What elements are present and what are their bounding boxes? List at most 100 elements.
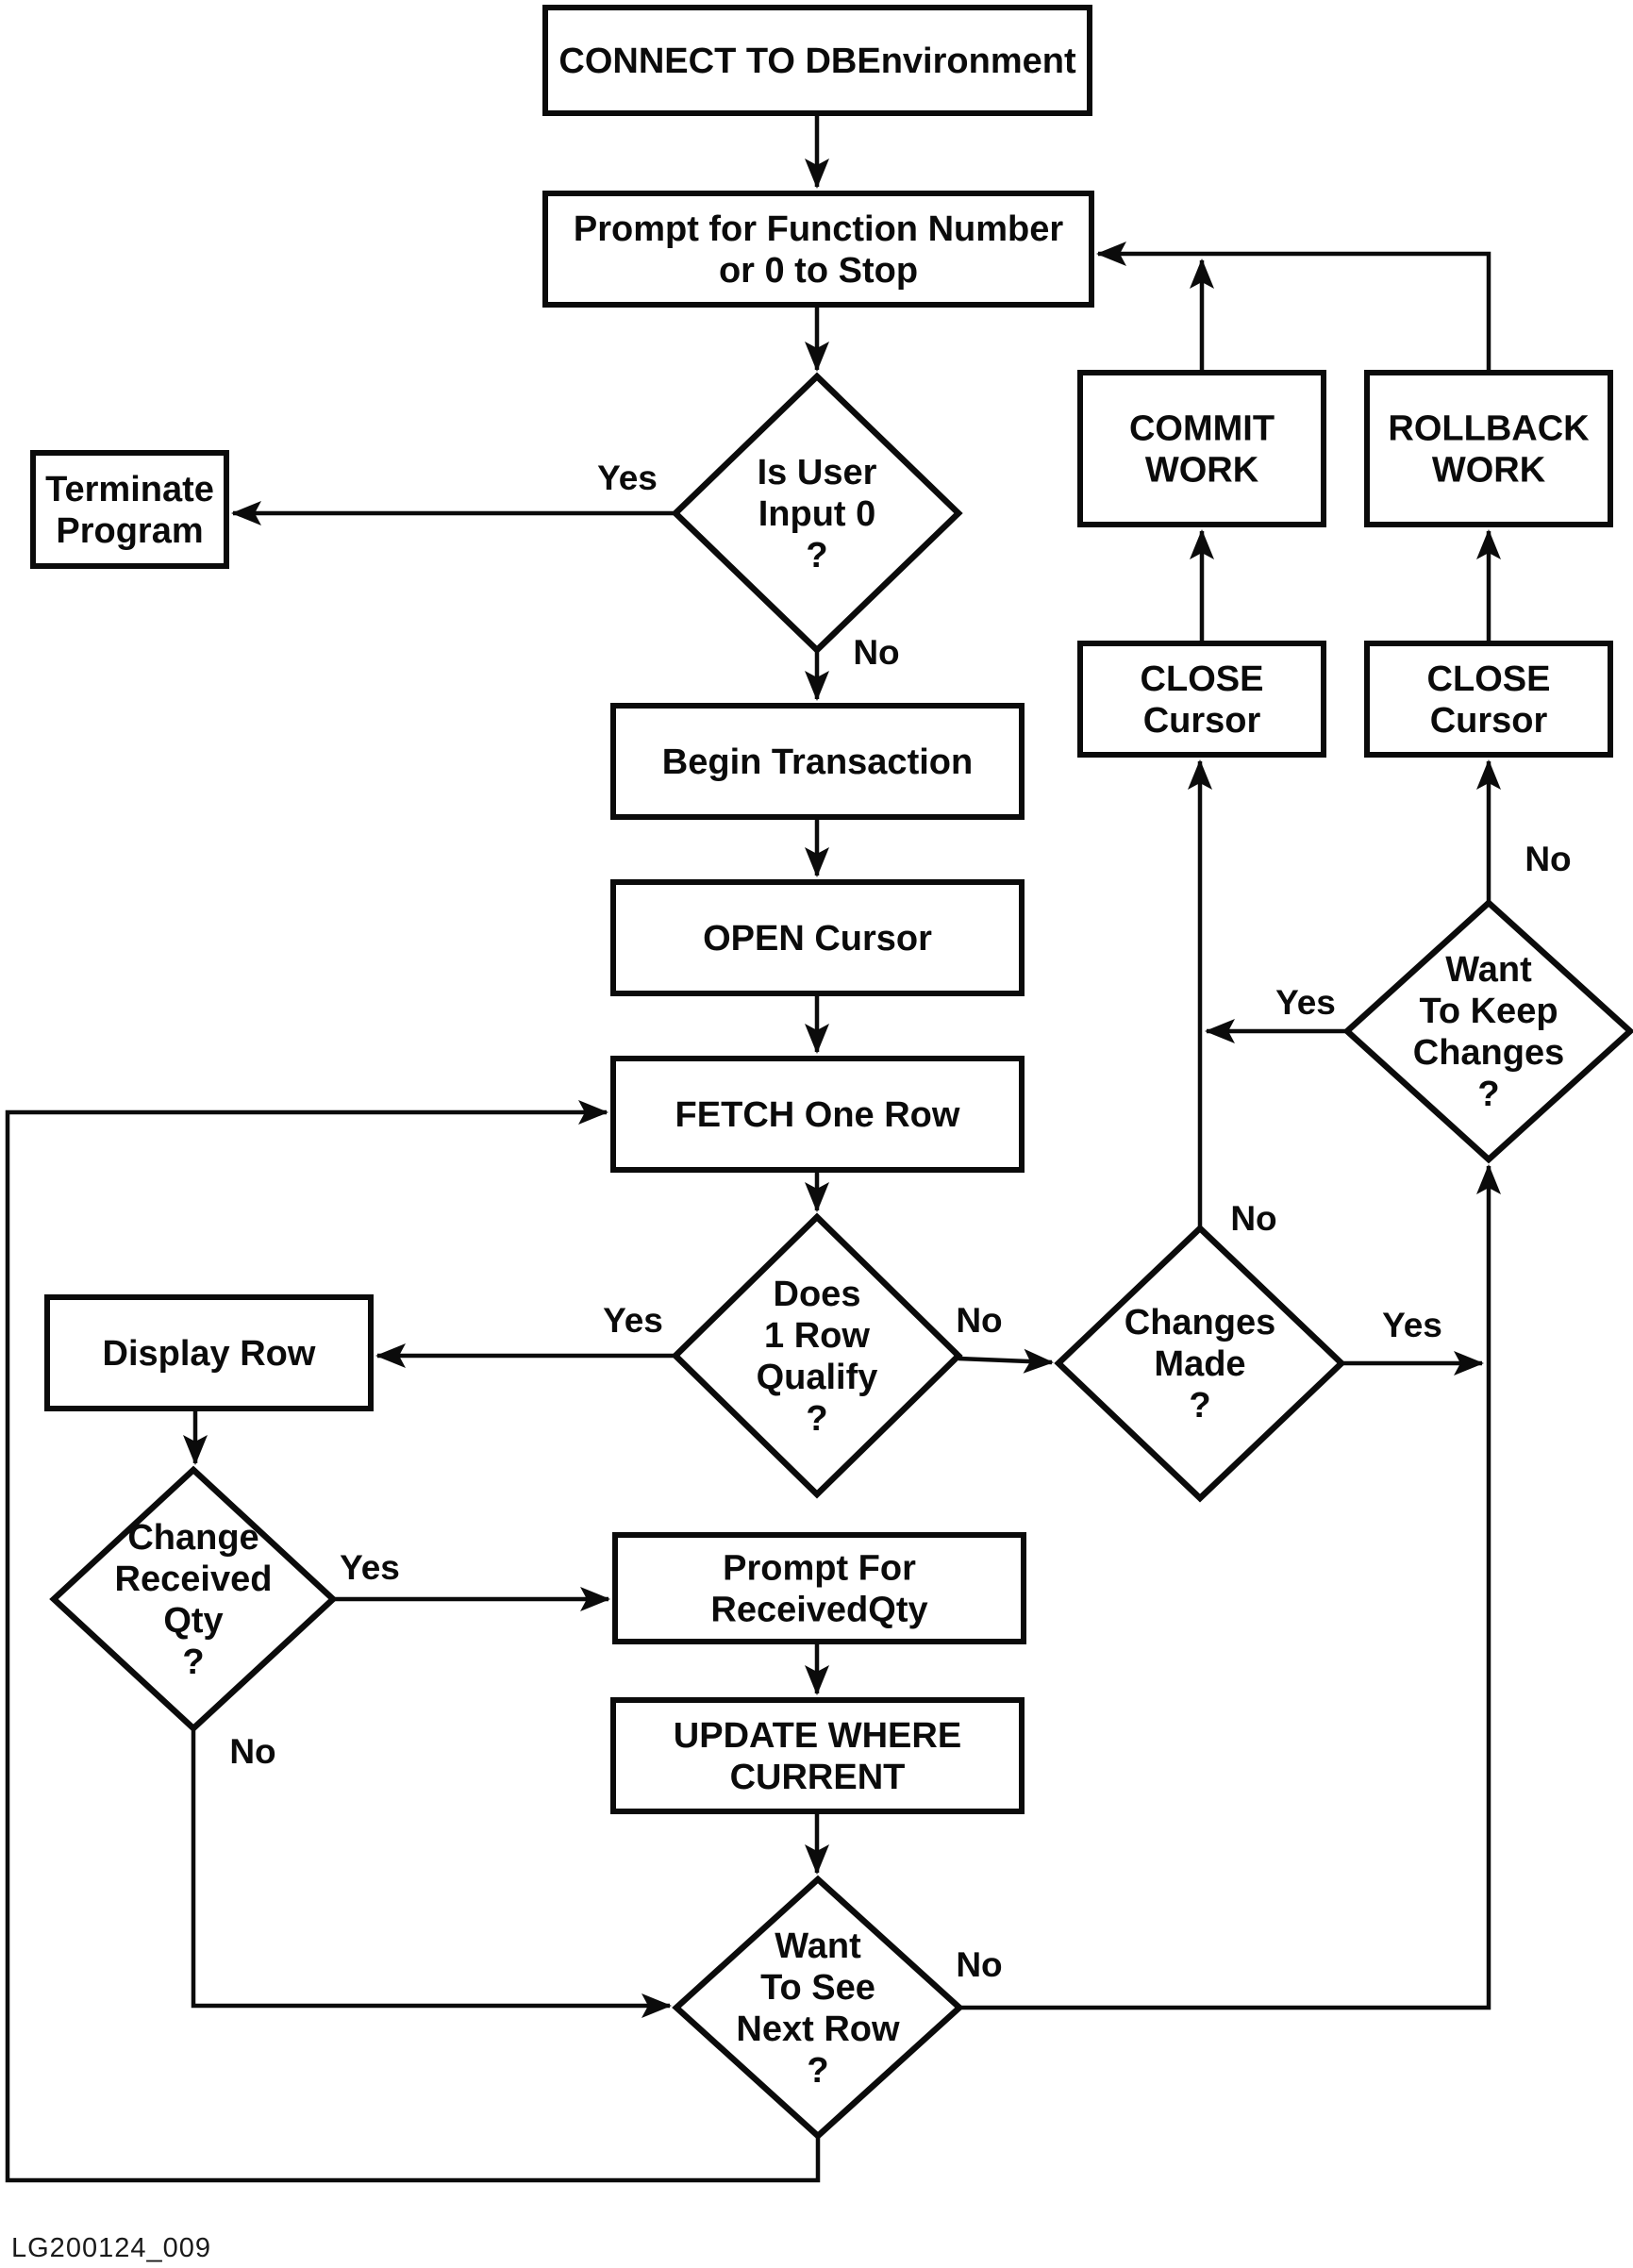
node-shape-want-to-keep-changes [1342,898,1633,1164]
node-shape-commit-work [1077,370,1326,527]
node-shape-close-cursor-left [1077,641,1326,758]
node-label-change-received-qty-line1: Change [127,1518,258,1558]
node-shape-fetch-one-row [610,1056,1025,1173]
edge-label-4-no: No [956,1301,1002,1340]
node-display-row: Display Row [44,1294,374,1411]
node-label-want-to-keep-changes-line1: Want [1445,950,1532,990]
node-label-want-to-see-next-row-line3: Next Row [736,2010,900,2049]
node-label-begin-transaction-line1: Begin Transaction [662,742,973,782]
edge-label-10-no: No [1230,1199,1276,1238]
node-label-does-1-row-qualify-line1: Does [774,1275,861,1314]
node-label-fetch-one-row-line1: FETCH One Row [675,1095,960,1135]
edge-label-5-yes: Yes [340,1548,400,1587]
node-shape-is-user-input-0 [671,372,963,655]
node-shape-display-row [44,1294,374,1411]
node-label-is-user-input-0-line3: ? [806,536,827,575]
node-fetch-one-row: FETCH One Row [610,1056,1025,1173]
node-label-prompt-function-line1: Prompt for Function Number [574,209,1064,249]
node-shape-begin-transaction [610,703,1025,820]
edge-label-11-no: No [956,1945,1002,1984]
node-label-rollback-work-line2: WORK [1432,451,1546,491]
node-label-display-row-line1: Display Row [103,1334,316,1374]
node-shape-prompt-function [542,191,1094,308]
node-label-prompt-receivedqty-line1: Prompt For [723,1549,916,1589]
edge-changeqty-no-to-nextrow [191,1728,672,2018]
node-shape-rollback-work [1364,370,1613,527]
node-label-want-to-see-next-row-line2: To See [760,1968,875,2008]
node-shape-change-received-qty [49,1465,338,1733]
node-label-change-received-qty-line2: Received [115,1559,273,1599]
node-shape-close-cursor-right [1364,641,1613,758]
edge-label-6-no: No [229,1732,275,1771]
node-label-want-to-keep-changes-line3: Changes [1413,1033,1564,1073]
edge-label-2-no: No [853,633,899,672]
node-label-changes-made-line1: Changes [1125,1303,1275,1342]
node-connect-db: CONNECT TO DBEnvironment [542,5,1092,116]
node-shape-does-1-row-qualify [671,1212,963,1499]
edge-label-7-yes: Yes [1275,983,1336,1022]
node-label-terminate-program-line2: Program [56,511,203,551]
node-shape-terminate-program [30,450,229,569]
node-label-close-cursor-right-line2: Cursor [1430,701,1548,741]
edge-nextrow-no-to-keepchanges [959,1164,1501,2010]
node-label-close-cursor-left-line2: Cursor [1143,701,1261,741]
node-label-prompt-receivedqty-line2: ReceivedQty [710,1591,927,1630]
edges-layer [5,113,1501,2183]
node-label-is-user-input-0-line2: Input 0 [758,494,876,534]
node-label-commit-work-line2: WORK [1145,451,1259,491]
node-begin-transaction: Begin Transaction [610,703,1025,820]
edge-label-8-no: No [1525,840,1571,878]
node-label-does-1-row-qualify-line2: 1 Row [764,1316,870,1356]
node-label-terminate-program-line1: Terminate [45,470,214,509]
node-label-open-cursor-line1: OPEN Cursor [703,919,932,959]
node-label-rollback-work-line1: ROLLBACK [1388,409,1590,449]
node-shape-want-to-see-next-row [672,1875,964,2141]
node-shape-prompt-receivedqty [612,1532,1026,1644]
edge-qualify-no-to-changesmade [958,1348,1054,1374]
node-label-update-where-line1: UPDATE WHERE [674,1716,961,1756]
node-label-close-cursor-right-line1: CLOSE [1427,659,1551,699]
node-label-update-where-line2: CURRENT [730,1758,906,1797]
node-label-change-received-qty-line4: ? [182,1643,204,1682]
node-open-cursor: OPEN Cursor [610,879,1025,996]
node-label-changes-made-line2: Made [1154,1344,1245,1384]
figure-code-label: LG200124_009 [11,2233,211,2263]
node-label-commit-work-line1: COMMIT [1129,409,1275,449]
edge-nextrow-yes-loop-to-fetch [5,1100,821,2183]
node-label-want-to-see-next-row-line4: ? [807,2051,828,2091]
node-label-does-1-row-qualify-line4: ? [806,1399,827,1439]
node-shape-connect-db [542,5,1092,116]
edge-label-3-yes: Yes [603,1301,663,1340]
node-label-does-1-row-qualify-line3: Qualify [757,1358,878,1397]
node-label-changes-made-line3: ? [1189,1386,1210,1426]
node-label-connect-db-line1: CONNECT TO DBEnvironment [558,42,1076,81]
node-label-want-to-keep-changes-line4: ? [1477,1075,1499,1114]
node-shape-changes-made [1054,1224,1346,1503]
node-label-close-cursor-left-line1: CLOSE [1141,659,1264,699]
node-shape-open-cursor [610,879,1025,996]
edge-label-1-yes: Yes [597,459,658,497]
node-label-want-to-keep-changes-line2: To Keep [1419,992,1558,1031]
edge-label-9-yes: Yes [1382,1306,1442,1344]
node-label-is-user-input-0-line1: Is User [758,453,877,492]
node-label-want-to-see-next-row-line1: Want [775,1926,861,1966]
node-label-prompt-function-line2: or 0 to Stop [719,251,918,291]
node-shape-update-where [610,1697,1025,1814]
